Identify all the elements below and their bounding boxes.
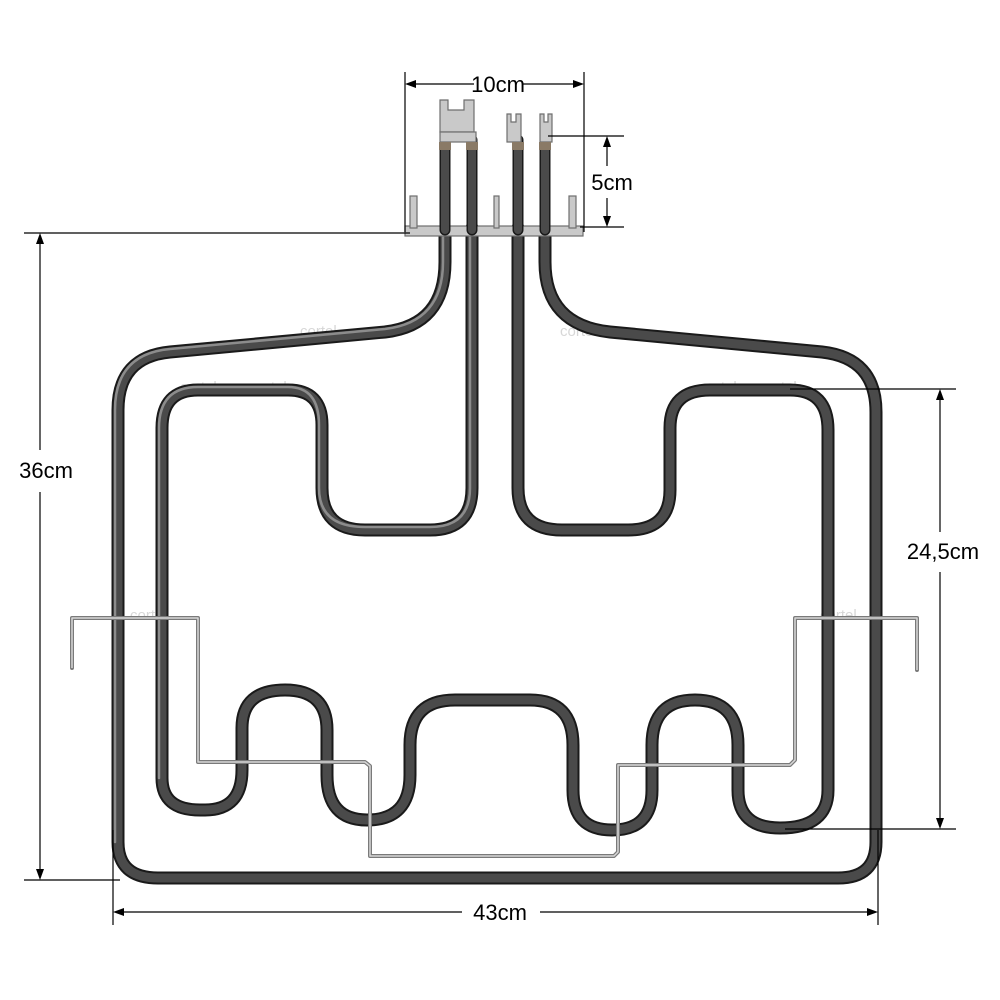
dimension-total-width: 43cm: [112, 830, 879, 925]
dimension-label-total-width: 43cm: [473, 900, 527, 925]
terminal-insulator: [439, 142, 451, 150]
terminal-pin-center: [506, 113, 522, 143]
support-wire-frame: [70, 616, 919, 858]
inner-heating-tube: [155, 221, 835, 837]
terminal-insulator: [539, 142, 551, 150]
terminal-group: [439, 99, 553, 236]
mounting-bracket: [404, 195, 584, 237]
dimension-top-width: 10cm: [404, 72, 585, 232]
dimension-total-height: 36cm: [19, 232, 410, 881]
terminal-clip-left: [439, 99, 475, 133]
bracket-post-left: [409, 195, 418, 229]
dimension-label-top-width: 10cm: [471, 72, 525, 97]
dimension-inner-height: 24,5cm: [785, 388, 979, 830]
terminal-clip-band: [439, 131, 477, 143]
dimension-label-total-height: 36cm: [19, 458, 73, 483]
dimension-label-terminal-height: 5cm: [591, 170, 633, 195]
outer-heating-tube: [111, 223, 883, 885]
terminal-insulator: [512, 142, 524, 150]
watermark-layer: cortel cortel cortel cortel cortel corte…: [130, 323, 857, 624]
terminal-insulator: [466, 142, 478, 150]
dimension-terminal-height: 5cm: [548, 135, 633, 228]
terminal-pin-right: [539, 113, 553, 143]
dimension-label-inner-height: 24,5cm: [907, 539, 979, 564]
bracket-post-right: [568, 195, 577, 229]
bracket-post-center: [493, 195, 500, 229]
